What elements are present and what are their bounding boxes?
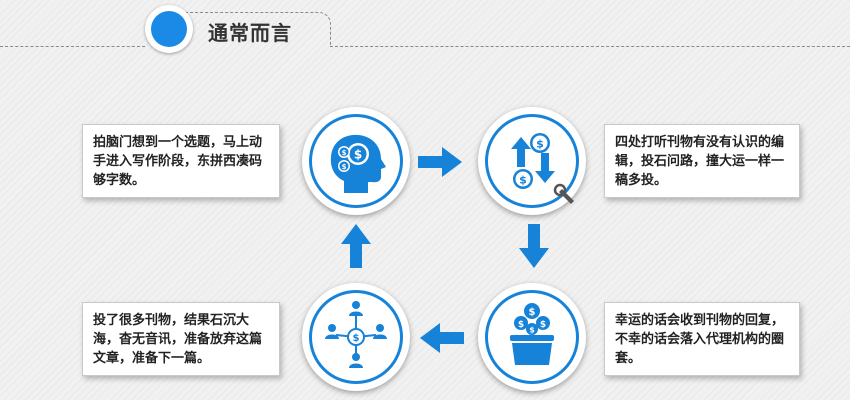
step-3-circle: $ $ $ $ [478, 283, 586, 391]
step-4-circle: $ [302, 283, 410, 391]
updown-dollar-icon: $ $ [511, 133, 574, 204]
header-title-frame [185, 12, 331, 47]
svg-text:$: $ [536, 138, 544, 151]
svg-text:$: $ [354, 148, 362, 162]
network-dollar-icon: $ [325, 301, 387, 368]
step-3-description: 幸运的话会收到刊物的回复，不幸的话会落入代理机构的圈套。 [604, 302, 800, 376]
svg-text:$: $ [342, 163, 347, 171]
step-1-circle: $ $ $ [302, 107, 410, 215]
arrow-down-icon [519, 224, 549, 268]
step-2-description: 四处打听刊物有没有认识的编辑，投石问路，撞大运一样一稿多投。 [604, 124, 800, 198]
header-bullet-dot [151, 11, 187, 47]
money-box-icon: $ $ $ $ [510, 303, 554, 365]
svg-text:$: $ [518, 320, 524, 330]
step-4-description: 投了很多刊物，结果石沉大海，杳无音讯，准备放弃这篇文章，准备下一篇。 [82, 302, 280, 376]
step-1-description: 拍脑门想到一个选题，马上动手进入写作阶段，东拼西凑码够字数。 [82, 124, 280, 198]
svg-text:$: $ [529, 326, 535, 335]
header-divider-left [0, 46, 145, 47]
svg-text:$: $ [519, 174, 527, 187]
svg-text:$: $ [353, 333, 360, 344]
arrow-right-icon [418, 147, 462, 177]
svg-text:$: $ [342, 149, 347, 157]
header-divider-right [330, 46, 850, 47]
arrow-left-icon [420, 323, 464, 353]
step-2-circle: $ $ [478, 107, 586, 215]
svg-text:$: $ [540, 320, 546, 330]
svg-text:$: $ [529, 307, 536, 318]
header-bullet-icon [145, 5, 193, 53]
head-dollar-icon: $ $ $ [330, 134, 386, 193]
arrow-up-icon [341, 224, 371, 268]
page-title: 通常而言 [208, 21, 292, 45]
